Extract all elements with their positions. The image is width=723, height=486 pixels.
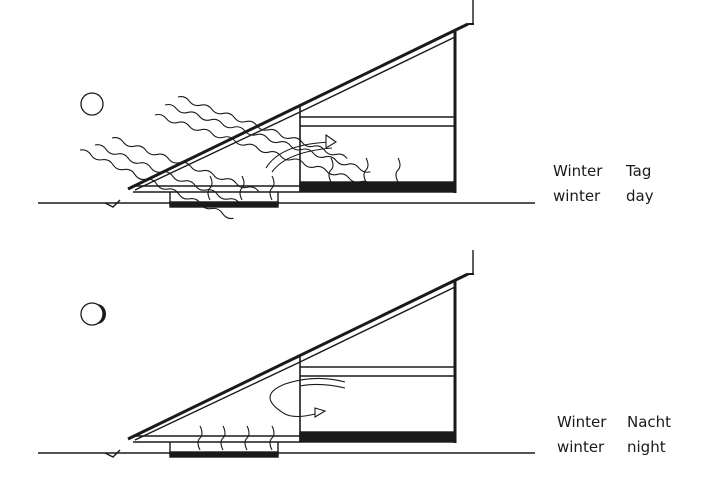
label-de-day: Winter Tag (553, 162, 651, 180)
panel-night (36, 248, 537, 459)
solar-radiation-waves (79, 96, 373, 220)
label-de-night: Winter Nacht (557, 413, 671, 431)
season-de: Winter (557, 413, 607, 431)
time-de: Nacht (627, 413, 672, 431)
season-de: Winter (553, 162, 603, 180)
heat-rising-arrows (207, 133, 401, 201)
season-en: winter (557, 438, 605, 456)
time-en: night (627, 438, 666, 456)
season-en: winter (553, 187, 601, 205)
panel-day (36, 0, 537, 220)
label-en-day: winter day (553, 187, 654, 205)
time-de: Tag (626, 162, 652, 180)
time-en: day (626, 187, 654, 205)
moon-icon (80, 302, 106, 326)
sun-icon (80, 92, 104, 116)
label-en-night: winter night (557, 438, 666, 456)
heat-rising-arrows (197, 377, 346, 451)
